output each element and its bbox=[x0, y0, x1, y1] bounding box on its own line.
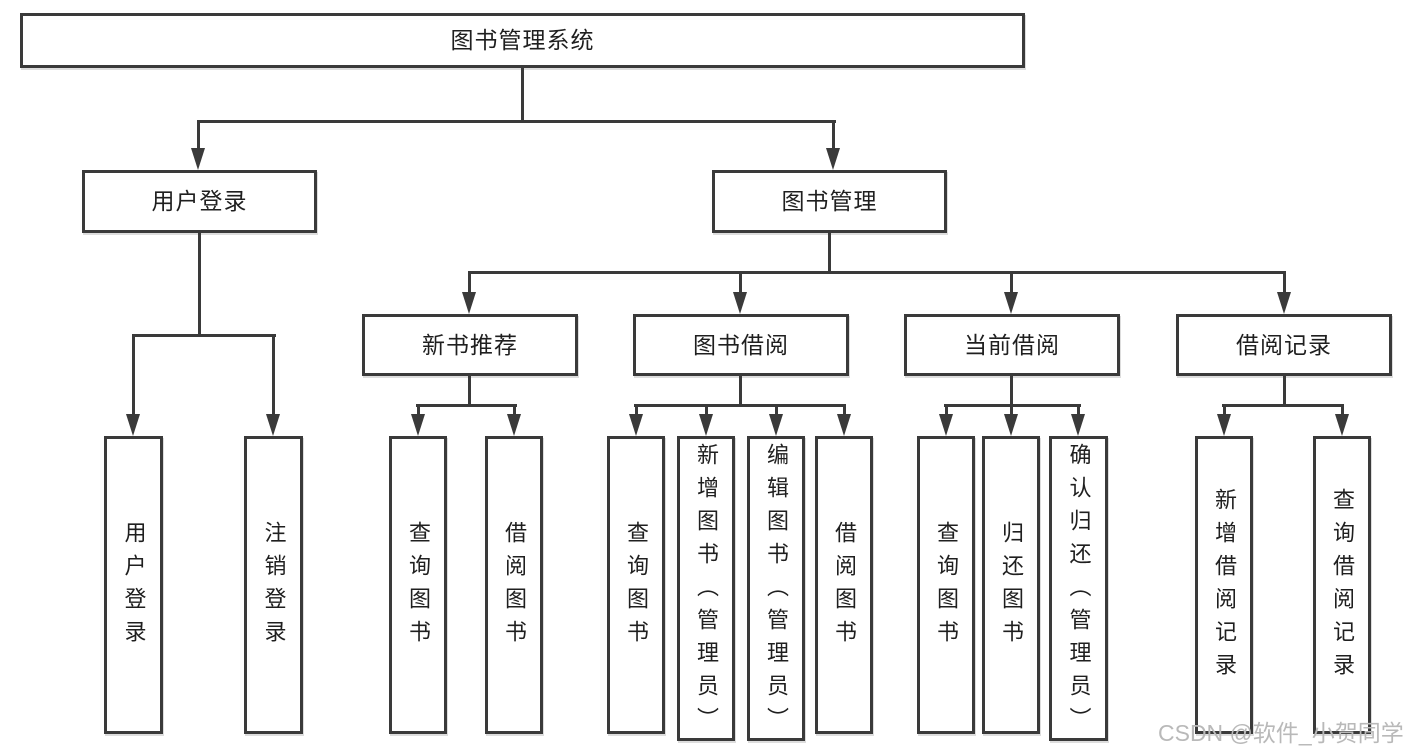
connector-line bbox=[197, 120, 836, 123]
arrow-down-icon bbox=[507, 414, 521, 436]
node-search-books-current: 查询图书 bbox=[917, 436, 975, 734]
connector-line bbox=[132, 334, 276, 337]
connector-line bbox=[468, 376, 471, 407]
arrow-down-icon bbox=[1217, 414, 1231, 436]
connector-line bbox=[1010, 376, 1013, 407]
connector-line bbox=[468, 271, 1286, 274]
arrow-down-icon bbox=[733, 292, 747, 314]
arrow-down-icon bbox=[769, 414, 783, 436]
connector-line bbox=[739, 376, 742, 407]
arrow-down-icon bbox=[1004, 414, 1018, 436]
connector-line bbox=[416, 404, 517, 407]
arrow-down-icon bbox=[191, 148, 205, 170]
connector-line bbox=[739, 271, 742, 294]
node-book-borrowing: 图书借阅 bbox=[633, 314, 849, 376]
connector-line bbox=[417, 404, 420, 416]
arrow-down-icon bbox=[126, 414, 140, 436]
connector-line bbox=[775, 404, 778, 416]
node-user-login: 用户登录 bbox=[82, 170, 317, 233]
arrow-down-icon bbox=[826, 148, 840, 170]
node-confirm-return-admin: 确认归还（管理员） bbox=[1049, 436, 1108, 741]
arrow-down-icon bbox=[699, 414, 713, 436]
csdn-watermark: CSDN @软件_小贺同学 bbox=[1158, 720, 1404, 746]
arrow-down-icon bbox=[1335, 414, 1349, 436]
node-search-borrow-record: 查询借阅记录 bbox=[1313, 436, 1371, 734]
connector-line bbox=[132, 334, 135, 416]
connector-line bbox=[1077, 404, 1080, 416]
arrow-down-icon bbox=[1277, 292, 1291, 314]
node-borrow-books-borrowing: 借阅图书 bbox=[815, 436, 873, 734]
connector-line bbox=[468, 271, 471, 294]
arrow-down-icon bbox=[837, 414, 851, 436]
node-logout-action: 注销登录 bbox=[244, 436, 303, 734]
connector-line bbox=[705, 404, 708, 416]
node-user-login-action: 用户登录 bbox=[104, 436, 163, 734]
node-borrowing-records: 借阅记录 bbox=[1176, 314, 1392, 376]
connector-line bbox=[1283, 271, 1286, 294]
arrow-down-icon bbox=[629, 414, 643, 436]
connector-line bbox=[945, 404, 948, 416]
connector-line bbox=[521, 68, 524, 123]
node-add-borrow-record: 新增借阅记录 bbox=[1195, 436, 1253, 734]
arrow-down-icon bbox=[939, 414, 953, 436]
arrow-down-icon bbox=[411, 414, 425, 436]
node-search-books-borrowing: 查询图书 bbox=[607, 436, 665, 734]
connector-line bbox=[272, 334, 275, 416]
connector-line bbox=[1223, 404, 1226, 416]
connector-line bbox=[843, 404, 846, 416]
node-return-book: 归还图书 bbox=[982, 436, 1040, 734]
connector-line bbox=[828, 233, 831, 274]
connector-line bbox=[1341, 404, 1344, 416]
connector-line bbox=[1010, 404, 1013, 416]
connector-line bbox=[832, 120, 835, 152]
arrow-down-icon bbox=[1004, 292, 1018, 314]
node-add-book-admin: 新增图书（管理员） bbox=[677, 436, 735, 741]
node-book-management: 图书管理 bbox=[712, 170, 947, 233]
node-current-borrowing: 当前借阅 bbox=[904, 314, 1120, 376]
connector-line bbox=[635, 404, 638, 416]
node-search-books-recommend: 查询图书 bbox=[389, 436, 447, 734]
node-root: 图书管理系统 bbox=[20, 13, 1025, 68]
node-new-book-recommendation: 新书推荐 bbox=[362, 314, 578, 376]
connector-line bbox=[1222, 404, 1344, 407]
arrow-down-icon bbox=[266, 414, 280, 436]
connector-line bbox=[1010, 271, 1013, 294]
arrow-down-icon bbox=[1071, 414, 1085, 436]
arrow-down-icon bbox=[462, 292, 476, 314]
node-edit-book-admin: 编辑图书（管理员） bbox=[747, 436, 805, 741]
connector-line bbox=[197, 120, 200, 152]
connector-line bbox=[513, 404, 516, 416]
node-borrow-books-recommend: 借阅图书 bbox=[485, 436, 543, 734]
connector-line bbox=[634, 404, 846, 407]
connector-line bbox=[198, 233, 201, 336]
connector-line bbox=[1283, 376, 1286, 407]
